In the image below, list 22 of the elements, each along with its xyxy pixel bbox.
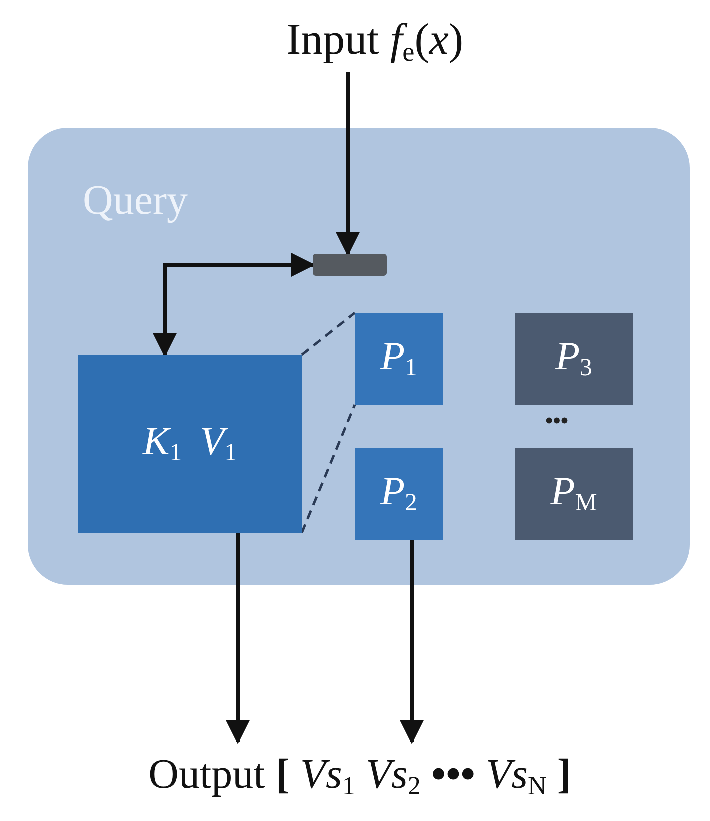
arrow [226, 533, 250, 744]
prompt-block [355, 313, 443, 405]
dashed-line [300, 404, 356, 534]
output-label: Output [ Vs$_{1}$ Vs$_{2}$ ••• Vs$_{N}$ ] [25, 742, 695, 808]
arrow [336, 72, 360, 256]
ellipsis: ••• [544, 410, 570, 432]
arrow [153, 253, 316, 358]
selector-bar [313, 254, 387, 276]
prompt-label: P$_{1}$ [380, 336, 418, 382]
prompt-block [515, 313, 633, 405]
key-value-block [78, 355, 302, 533]
prompt-label: P$_{2}$ [380, 472, 418, 516]
prompt-label: P$_{M}$ [550, 472, 598, 516]
panel-title: Query [83, 180, 188, 222]
prompt-block [515, 448, 633, 540]
query-panel [28, 128, 690, 585]
input-label: Input f$_{e}$(x) [240, 8, 510, 72]
dashed-line [301, 312, 356, 356]
key-value-label: K$_{1}$ V$_{1}$ [142, 422, 238, 466]
prompt-label: P$_{3}$ [554, 336, 594, 382]
arrow [400, 540, 424, 744]
prompt-block [355, 448, 443, 540]
